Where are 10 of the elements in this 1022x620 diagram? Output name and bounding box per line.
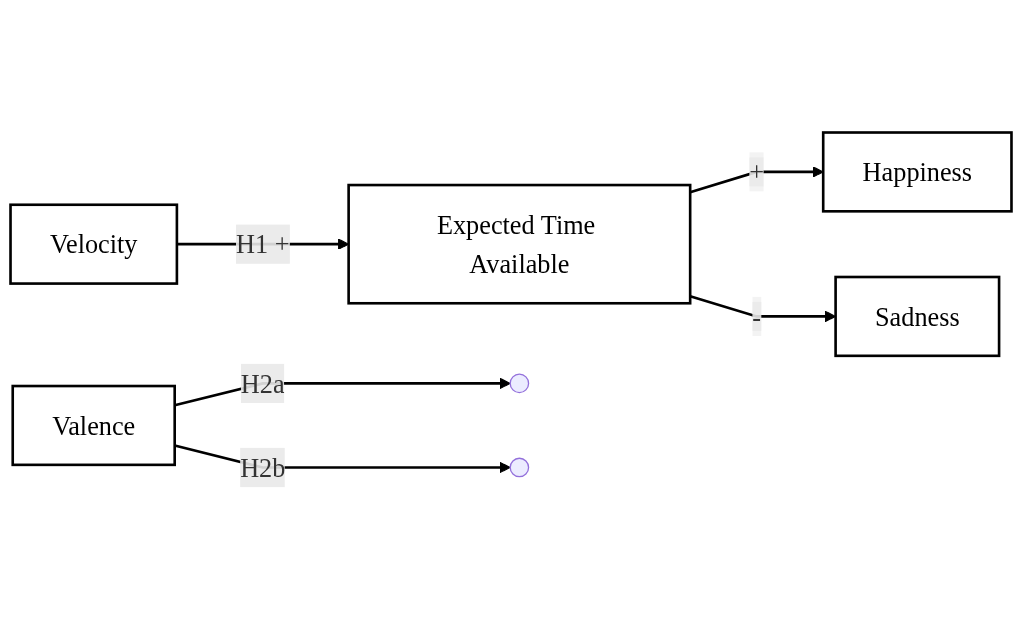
edge-label: -: [752, 302, 762, 332]
node-box: Happiness: [821, 131, 1013, 213]
node-box: Velocity: [9, 203, 179, 286]
node-box: Expected Time Available: [347, 183, 692, 305]
edge-label: H2b: [240, 453, 286, 483]
edge-label: H2a: [240, 369, 285, 399]
edge-label: +: [749, 157, 765, 187]
node-box: Sadness: [834, 275, 1001, 358]
node-box: Valence: [11, 384, 176, 467]
edge-label: H1 +: [236, 229, 290, 259]
